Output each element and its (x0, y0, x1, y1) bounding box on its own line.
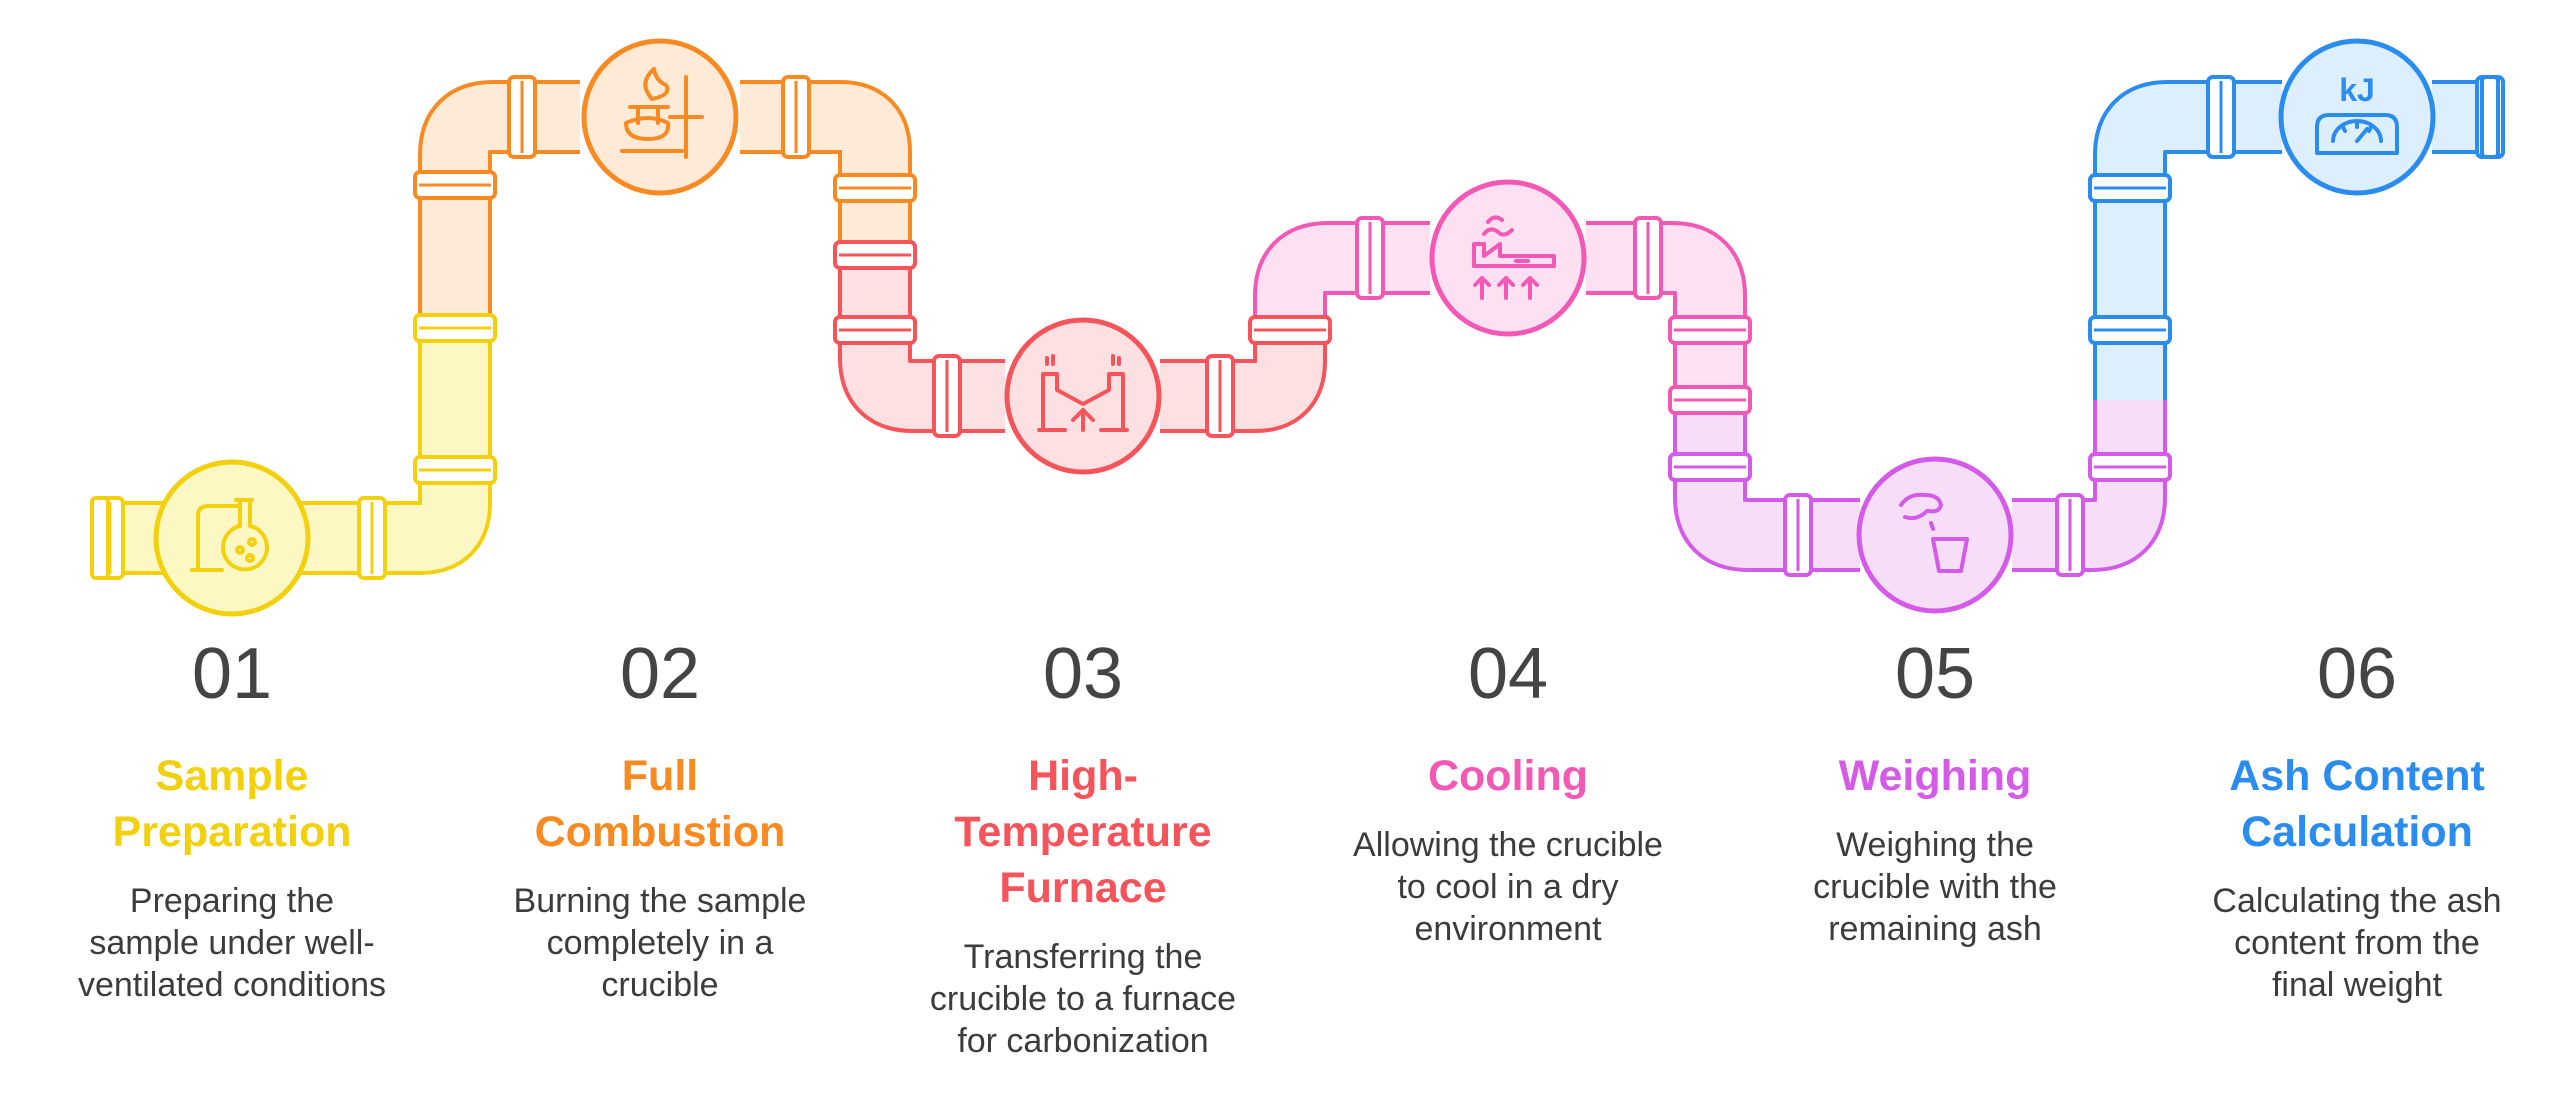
pipe-coupler (1633, 216, 1663, 300)
step-title-line: Preparation (112, 808, 352, 856)
pipe-coupler (357, 496, 387, 580)
step-description-line: content from the (2234, 924, 2480, 962)
pipe-coupler (932, 354, 962, 438)
pipe-coupler (833, 240, 917, 270)
pipe-coupler (413, 455, 497, 485)
step-description-3: Transferring the crucible to a furnace for… (893, 936, 1273, 1062)
step-title-line: Temperature (954, 808, 1212, 856)
step-title-line: Cooling (1427, 752, 1588, 800)
step-description-5: Weighing the crucible with the remaining a… (1745, 824, 2125, 950)
pipe-body-1 (100, 330, 488, 571)
step-description-line: ventilated conditions (77, 966, 387, 1004)
step-title-line: Ash Content (2229, 752, 2485, 800)
pipe-coupler (1668, 315, 1752, 345)
step-description-line: crucible with the (1813, 868, 2057, 906)
step-number-1: 01 (191, 634, 273, 714)
step-title-line: Full (621, 752, 699, 800)
step-description-line: Calculating the ash (2212, 882, 2502, 920)
kj-label: kJ (2339, 72, 2375, 108)
step-node-5 (1856, 456, 2014, 614)
pipe-coupler (2206, 75, 2236, 159)
energy-scale-icon: kJ (2315, 72, 2399, 155)
step-node-1 (153, 459, 311, 617)
pipe-coupler (413, 170, 497, 200)
step-description-line: Weighing the (1836, 826, 2034, 864)
step-description-1: Preparing the sample under well-ventilate… (42, 880, 422, 1006)
step-number-6: 06 (2316, 634, 2398, 714)
step-description-line: sample under well- (89, 924, 375, 962)
step-node-3 (1004, 317, 1162, 475)
step-description-line: to cool in a dry (1397, 868, 1619, 906)
pipe-coupler (781, 75, 811, 159)
step-description-line: Allowing the crucible (1353, 826, 1663, 864)
step-description-line: environment (1414, 910, 1602, 948)
step-description-line: Burning the sample (513, 882, 807, 920)
step-title-line: Calculation (2241, 808, 2473, 856)
pipe-coupler (1205, 354, 1235, 438)
pipe-coupler (1783, 493, 1813, 577)
pipe-coupler (507, 75, 537, 159)
pipe-end-cap (2480, 75, 2500, 159)
pipe-coupler (1248, 315, 1332, 345)
step-title-4: Cooling (1318, 748, 1698, 804)
step-node-4 (1429, 179, 1587, 337)
pipe-body-3 (842, 265, 1323, 429)
pipe-coupler (2088, 452, 2172, 482)
step-description-line: completely in a (546, 924, 774, 962)
step-description-line: Preparing the (129, 882, 335, 920)
step-description-line: Transferring the (963, 938, 1203, 976)
pipe-coupler (1668, 452, 1752, 482)
step-description-6: Calculating the ash content from the final… (2167, 880, 2547, 1006)
step-title-line: High- (1028, 752, 1138, 800)
step-number-4: 04 (1467, 634, 1549, 714)
burner-flame-icon (620, 67, 704, 159)
step-description-line: for carbonization (957, 1022, 1209, 1060)
cooling-factory-icon (1472, 215, 1556, 300)
step-number-3: 03 (1042, 634, 1124, 714)
pipe-coupler (1355, 216, 1385, 300)
step-description-line: final weight (2271, 966, 2443, 1004)
pipe-coupler (2088, 173, 2172, 203)
pipe-body-2 (422, 84, 908, 330)
step-title-line: Weighing (1838, 752, 2032, 800)
step-description-4: Allowing the crucible to cool in a dry env… (1318, 824, 1698, 950)
pipe-coupler (833, 315, 917, 345)
step-description-line: crucible to a furnace (929, 980, 1237, 1018)
step-title-line: Furnace (999, 864, 1167, 912)
flask-document-icon (190, 498, 269, 572)
step-number-2: 02 (619, 634, 701, 714)
step-node-2 (581, 38, 739, 196)
hand-crucible-icon (1899, 492, 1969, 573)
pipe-couplers (90, 75, 2505, 580)
step-description-2: Burning the sample completely in a crucibl… (470, 880, 850, 1006)
step-title-5: Weighing (1745, 748, 2125, 804)
pipe-coupler (2055, 493, 2085, 577)
step-number-5: 05 (1894, 634, 1976, 714)
furnace-icon (1037, 354, 1129, 432)
step-title-line: Combustion (534, 808, 786, 856)
step-description-line: crucible (601, 966, 719, 1004)
step-description-line: remaining ash (1828, 910, 2042, 948)
pipe-coupler (833, 173, 917, 203)
pipe-coupler (413, 313, 497, 343)
step-icon-nodes: kJ (153, 38, 2436, 617)
pipe-coupler (2088, 315, 2172, 345)
step-title-line: Sample (155, 752, 309, 800)
pipe-body-4 (1257, 225, 1743, 400)
step-node-6: kJ (2278, 38, 2436, 196)
pipe-body-5 (1677, 400, 2163, 568)
pipe-coupler (1668, 385, 1752, 415)
pipe-end-cap (90, 496, 110, 580)
